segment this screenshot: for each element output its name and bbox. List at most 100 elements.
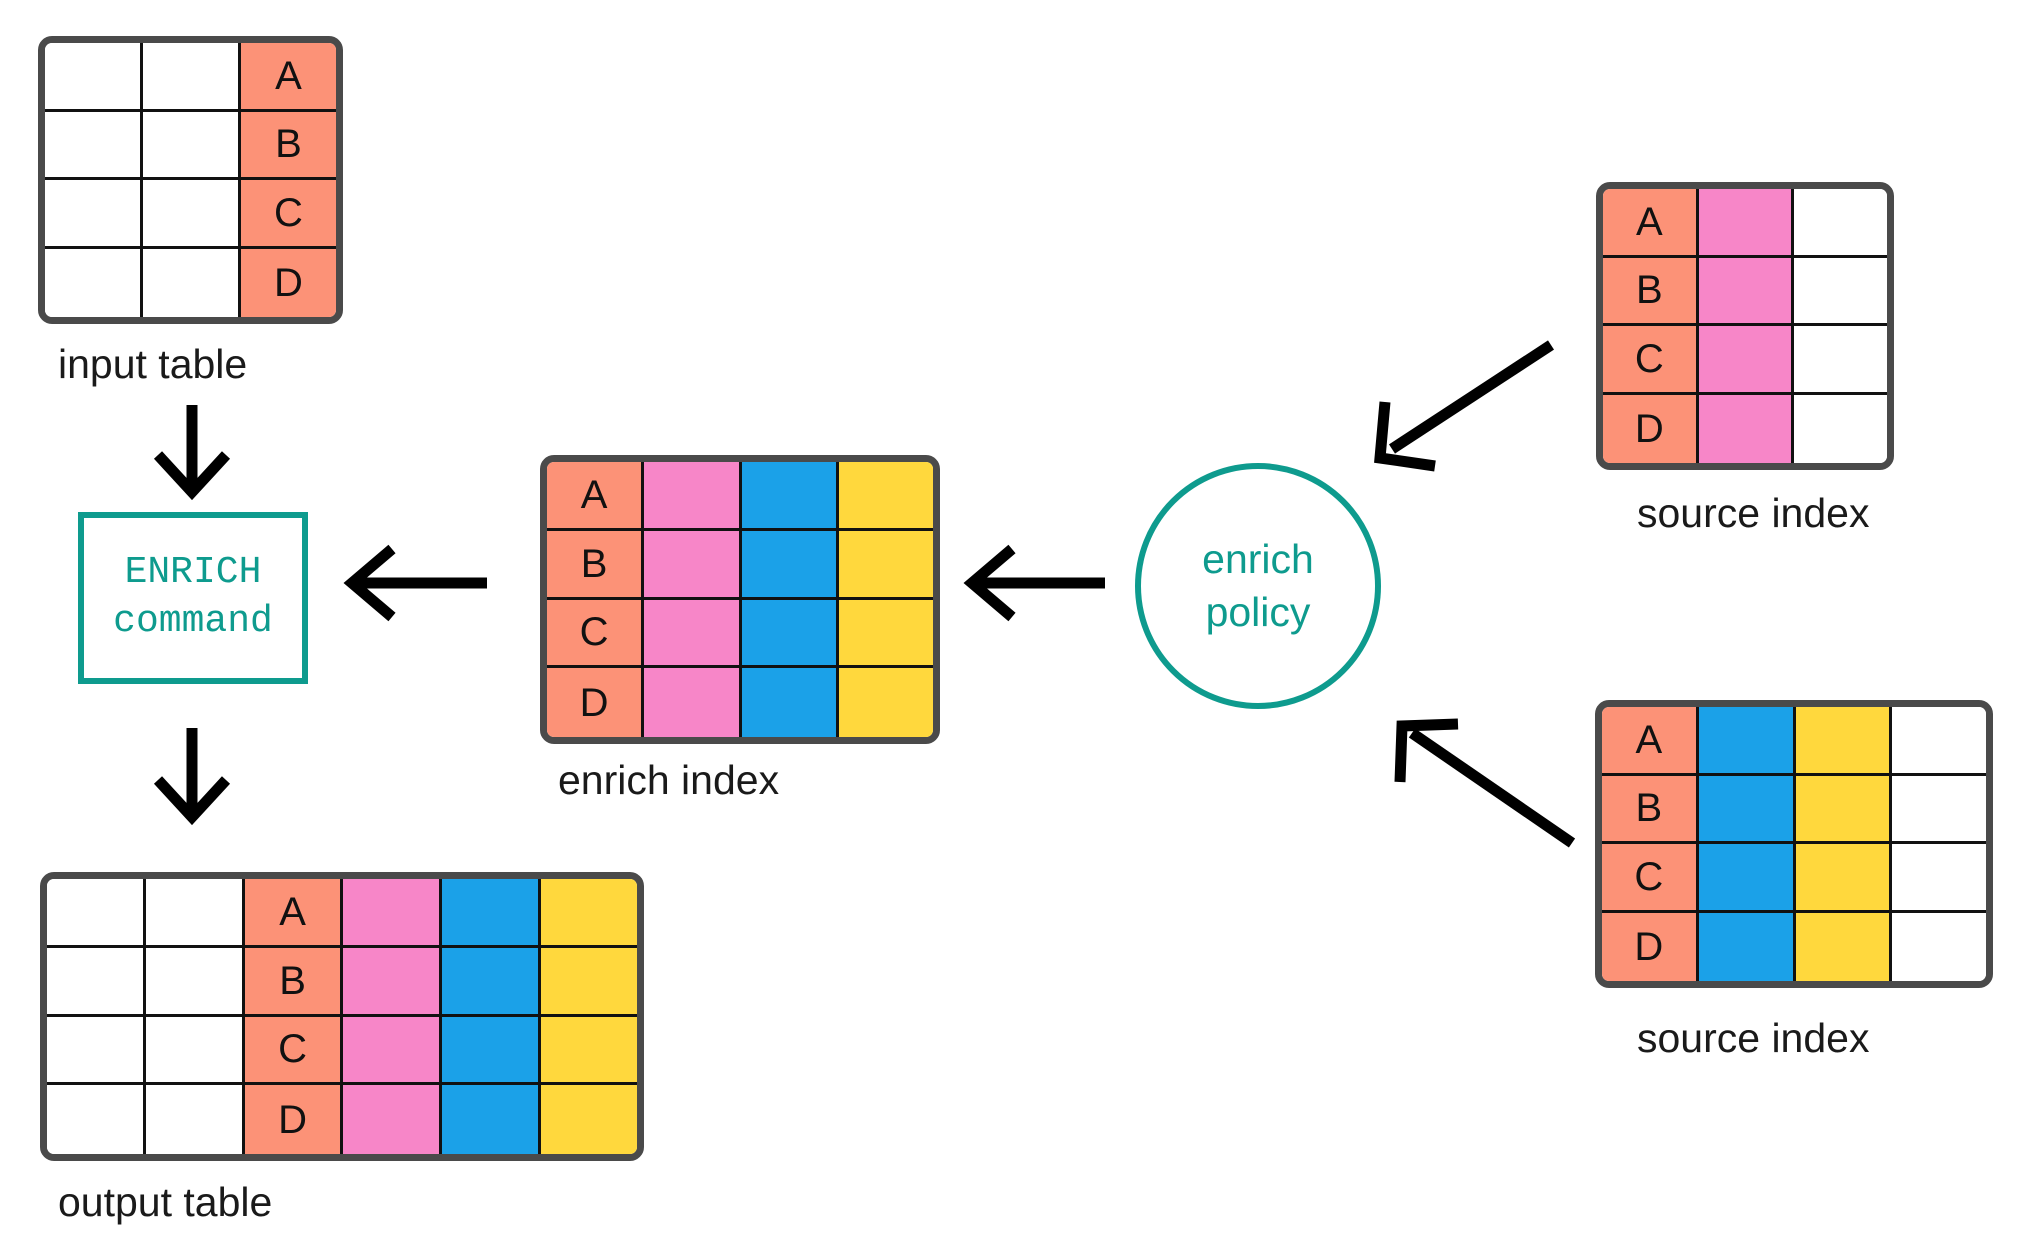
table-cell — [343, 1016, 443, 1086]
table-cell: D — [244, 1085, 344, 1154]
table-cell: D — [547, 668, 645, 737]
table-cell: C — [547, 599, 645, 669]
table-row: A — [45, 43, 336, 112]
enrich-policy-circle[interactable]: enrich policy — [1135, 463, 1381, 709]
table-cell — [143, 111, 241, 180]
table-cell — [1698, 707, 1796, 776]
arrow-source-bottom-to-policy — [1394, 718, 1576, 848]
table-cell — [442, 1085, 542, 1154]
table-cell — [1794, 257, 1887, 326]
table-row: D — [1603, 394, 1887, 463]
table-cell — [1892, 844, 1986, 913]
table-cell — [1698, 394, 1795, 463]
table-cell — [47, 1085, 146, 1154]
input-table-caption: input table — [58, 341, 248, 387]
table-cell — [1795, 844, 1893, 913]
table-cell — [644, 599, 742, 669]
table-cell — [145, 1016, 245, 1086]
table-cell — [541, 879, 637, 948]
table-cell: B — [244, 947, 344, 1017]
table-cell: A — [547, 462, 645, 531]
table-cell — [47, 1016, 146, 1086]
table-row: B — [1602, 775, 1986, 844]
enrich-index-caption: enrich index — [558, 757, 780, 803]
enrich-command-box[interactable]: ENRICH command — [78, 512, 308, 684]
table-cell — [1698, 326, 1795, 395]
table-cell — [1794, 394, 1887, 463]
enrich-policy-line-1: enrich — [1202, 535, 1314, 582]
enrich-index-table: A B C D — [540, 455, 940, 744]
table-row: A — [547, 462, 933, 531]
table-cell — [1892, 707, 1986, 776]
output-table: A B C D — [40, 872, 644, 1161]
table-cell: A — [1603, 189, 1699, 258]
table-cell — [45, 111, 143, 180]
table-row: C — [547, 599, 933, 669]
table-row: D — [45, 248, 336, 317]
table-cell: B — [547, 530, 645, 600]
table-row: B — [47, 947, 637, 1017]
source-index-top-table: A B C D — [1596, 182, 1894, 470]
arrow-command-to-output — [153, 728, 231, 826]
table-row: B — [45, 111, 336, 180]
table-cell: A — [1602, 707, 1699, 776]
table-cell — [45, 180, 143, 249]
table-row: D — [47, 1085, 637, 1154]
table-row: C — [1603, 326, 1887, 395]
input-table: A B C D — [38, 36, 343, 324]
table-cell — [541, 1016, 637, 1086]
table-cell — [145, 947, 245, 1017]
table-cell — [838, 668, 933, 737]
table-cell: D — [1602, 912, 1699, 981]
table-cell — [1795, 775, 1893, 844]
table-cell — [343, 1085, 443, 1154]
table-cell — [1892, 775, 1986, 844]
table-cell — [1698, 257, 1795, 326]
table-cell — [143, 248, 241, 317]
table-cell — [45, 248, 143, 317]
table-cell — [1794, 189, 1887, 258]
table-cell — [541, 1085, 637, 1154]
source-index-top-caption: source index — [1637, 490, 1870, 536]
table-cell — [343, 947, 443, 1017]
table-cell: D — [241, 248, 336, 317]
enrich-policy-line-2: policy — [1205, 589, 1311, 635]
table-cell — [838, 530, 933, 600]
enrich-command-line-1: ENRICH — [124, 551, 262, 595]
table-row: D — [1602, 912, 1986, 981]
table-row: A — [1603, 189, 1887, 258]
table-cell — [442, 1016, 542, 1086]
table-cell: C — [241, 180, 336, 249]
table-row: C — [1602, 844, 1986, 913]
table-cell — [741, 530, 839, 600]
table-cell: B — [241, 111, 336, 180]
table-cell: B — [1602, 775, 1699, 844]
table-row: A — [1602, 707, 1986, 776]
table-cell — [145, 879, 245, 948]
table-cell: C — [244, 1016, 344, 1086]
table-cell — [1795, 707, 1893, 776]
table-cell — [644, 462, 742, 531]
table-row: C — [47, 1016, 637, 1086]
table-cell — [47, 947, 146, 1017]
table-cell: B — [1603, 257, 1699, 326]
table-cell — [1795, 912, 1893, 981]
arrow-source-top-to-policy — [1374, 340, 1555, 472]
table-row: B — [547, 530, 933, 600]
table-cell — [47, 879, 146, 948]
table-cell — [442, 947, 542, 1017]
table-cell — [1698, 912, 1796, 981]
table-cell — [838, 599, 933, 669]
table-cell — [644, 530, 742, 600]
table-cell — [1698, 189, 1795, 258]
source-index-bottom-caption: source index — [1637, 1015, 1870, 1061]
arrow-enrich-index-to-command — [343, 544, 487, 622]
table-row: B — [1603, 257, 1887, 326]
table-row: D — [547, 668, 933, 737]
table-cell — [741, 599, 839, 669]
output-table-caption: output table — [58, 1179, 273, 1225]
table-cell: C — [1602, 844, 1699, 913]
table-cell — [1698, 775, 1796, 844]
table-cell — [343, 879, 443, 948]
table-cell — [145, 1085, 245, 1154]
